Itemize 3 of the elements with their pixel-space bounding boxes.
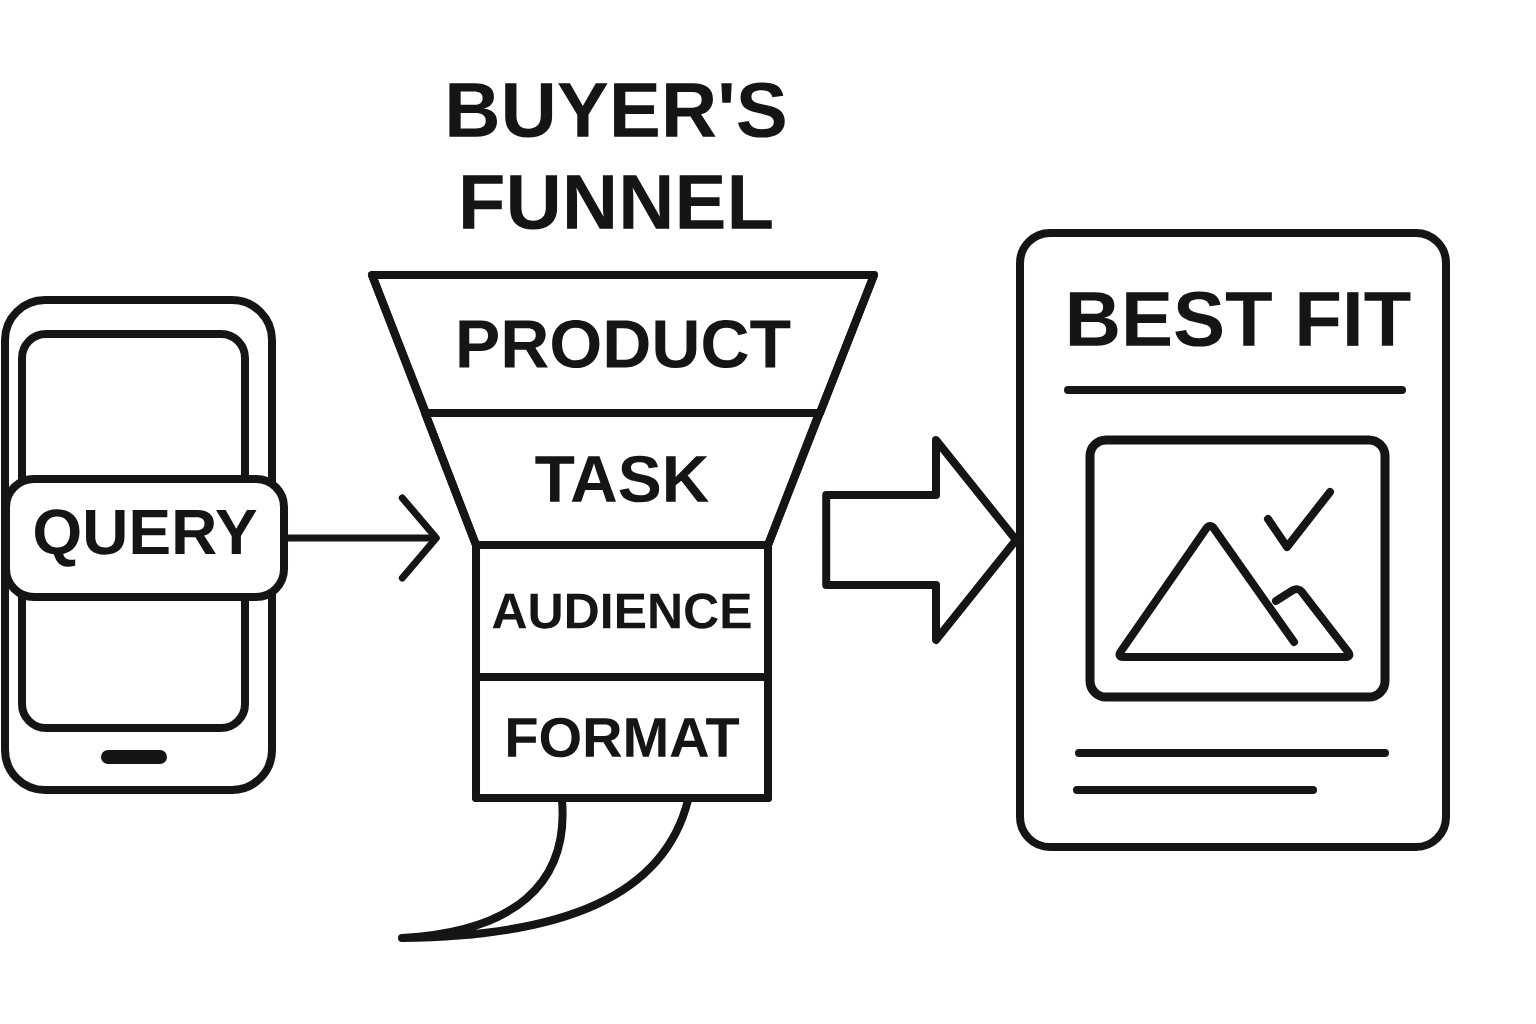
tag-box: QUERY [2,475,288,601]
heading: BUYER'S FUNNEL [449,82,785,230]
card: BEST FIT [1016,229,1450,851]
